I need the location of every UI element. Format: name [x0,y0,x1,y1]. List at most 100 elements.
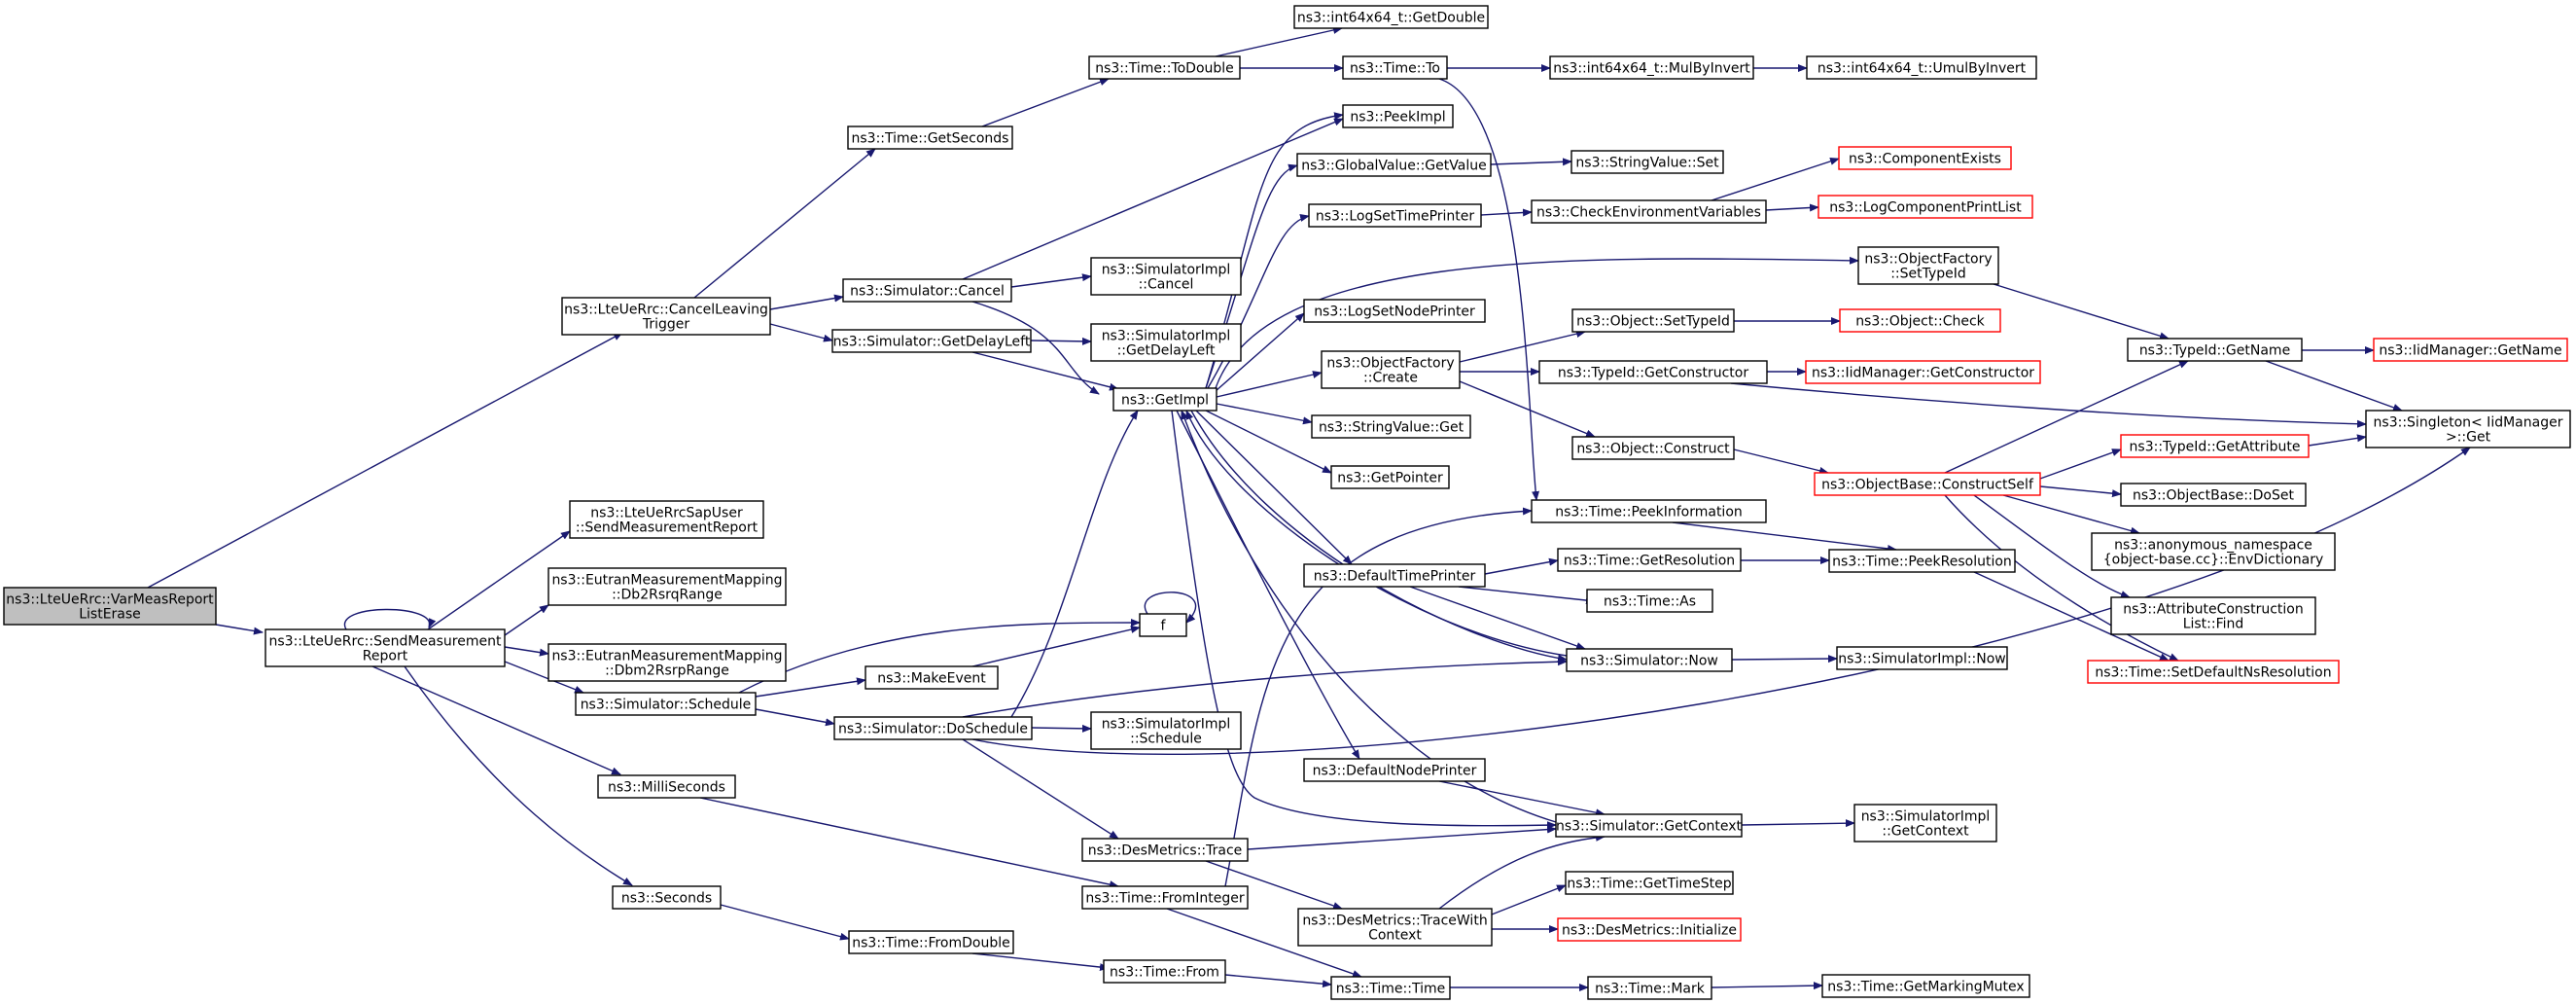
node-gim[interactable]: ns3::GetImpl [1112,387,1217,412]
call-edge-smr-lus [427,530,571,630]
node-emp[interactable]: ns3::EutranMeasurementMapping::Dbm2RsrpR… [547,643,787,682]
node-imi[interactable]: ns3::int64x64_t::MulByInvert [1549,55,1754,80]
node-oco[interactable]: ns3::Object::Construct [1571,436,1735,460]
node-dmi[interactable]: ns3::DesMetrics::Initialize [1557,917,1742,942]
node-dnp[interactable]: ns3::DefaultNodePrinter [1303,758,1486,782]
node-box [2110,596,2316,635]
call-edge-clt-tgs [693,148,876,299]
node-tsd[interactable]: ns3::Time::SetDefaultNsResolution [2087,660,2340,684]
node-svg[interactable]: ns3::StringValue::Get [1311,414,1471,439]
node-igc[interactable]: ns3::IidManager::GetConstructor [1805,360,2041,384]
node-tto[interactable]: ns3::Time::To [1342,55,1448,80]
node-sgc[interactable]: ns3::Simulator::GetContext [1555,813,1743,838]
node-tfd[interactable]: ns3::Time::FromDouble [848,930,1014,954]
node-sigc[interactable]: ns3::SimulatorImpl::GetContext [1853,804,1997,843]
node-tgm[interactable]: ns3::Time::GetMarkingMutex [1821,974,2030,998]
node-box [2091,532,2336,571]
node-box [1549,55,1754,80]
node-cex[interactable]: ns3::ComponentExists [1838,146,2012,170]
node-mls[interactable]: ns3::MilliSeconds [597,774,736,799]
node-lus[interactable]: ns3::LteUeRrcSapUser::SendMeasurementRep… [569,500,764,539]
node-dtp[interactable]: ns3::DefaultTimePrinter [1303,563,1486,588]
node-tgr[interactable]: ns3::Time::GetResolution [1557,548,1742,572]
node-sec[interactable]: ns3::Seconds [612,885,722,910]
node-label: ::Schedule [1130,732,1202,747]
node-emr[interactable]: ns3::EutranMeasurementMapping::Db2RsrqRa… [547,567,787,606]
node-ant[interactable]: ns3::anonymous_namespace{object-base.cc}… [2091,532,2336,571]
node-box [1828,549,2016,573]
node-lsn[interactable]: ns3::LogSetNodePrinter [1303,299,1486,323]
node-sis[interactable]: ns3::SimulatorImpl::Schedule [1090,711,1242,750]
node-pim[interactable]: ns3::PeekImpl [1342,104,1454,128]
node-lcp[interactable]: ns3::LogComponentPrintList [1817,195,2033,219]
node-ofc[interactable]: ns3::ObjectFactory::Create [1321,350,1461,389]
node-tmk[interactable]: ns3::Time::Mark [1587,976,1712,1000]
node-gpt[interactable]: ns3::GetPointer [1330,465,1450,489]
node-tpi[interactable]: ns3::Time::PeekInformation [1531,499,1767,523]
node-label: ns3::ObjectBase::ConstructSelf [1821,478,2034,493]
node-obd[interactable]: ns3::ObjectBase::DoSet [2120,483,2307,507]
node-ttm[interactable]: ns3::Time::Time [1330,976,1451,1000]
node-ggv[interactable]: ns3::GlobalValue::GetValue [1296,153,1492,177]
node-label: ns3::Time::GetResolution [1564,554,1735,569]
call-edge-ssc-mke [755,677,866,698]
node-sng[interactable]: ns3::Singleton< IidManager >::Get [2365,410,2571,448]
call-edge-smr-ssc [504,661,584,694]
node-svs[interactable]: ns3::StringValue::Set [1570,150,1724,174]
node-tgc[interactable]: ns3::TypeId::GetConstructor [1538,360,1768,384]
node-cev[interactable]: ns3::CheckEnvironmentVariables [1531,199,1767,224]
node-tpr[interactable]: ns3::Time::PeekResolution [1828,549,2016,573]
node-och[interactable]: ns3::Object::Check [1839,308,2001,333]
node-igd[interactable]: ns3::int64x64_t::GetDouble [1293,5,1489,29]
call-edge-tto-tpi [1438,78,1540,501]
node-f[interactable]: f [1139,613,1187,637]
call-edge-scn-sic [1010,273,1092,288]
call-edge-gim-sgc [1171,410,1557,830]
node-tfi[interactable]: ns3::Time::FromInteger [1081,885,1249,910]
call-edge-dtp-tgr [1484,557,1559,575]
node-sigd[interactable]: ns3::SimulatorImpl::GetDelayLeft [1090,323,1242,362]
call-edge-mke-f [971,626,1141,667]
node-scn[interactable]: ns3::Simulator::Cancel [842,278,1012,303]
node-ost[interactable]: ns3::Object::SetTypeId [1571,308,1735,333]
node-ttd[interactable]: ns3::Time::ToDouble [1088,55,1241,80]
node-box [2087,660,2340,684]
node-sic[interactable]: ns3::SimulatorImpl::Cancel [1090,257,1242,296]
call-edge-sds-sis [1031,724,1092,733]
node-tga[interactable]: ns3::TypeId::GetAttribute [2120,434,2310,458]
node-label: List::Find [2183,617,2244,632]
node-sinw[interactable]: ns3::SimulatorImpl::Now [1836,646,2008,670]
node-label: ns3::anonymous_namespace [2114,538,2312,554]
node-dmt[interactable]: ns3::DesMetrics::Trace [1081,838,1249,862]
node-box [1857,246,1999,285]
node-box [1538,360,1768,384]
node-tfr[interactable]: ns3::Time::From [1103,959,1226,984]
node-label: ns3::Time::GetSeconds [852,131,1009,147]
call-edge-oco-obc [1733,448,1829,475]
node-mke[interactable]: ns3::MakeEvent [865,665,999,690]
node-ofs[interactable]: ns3::ObjectFactory::SetTypeId [1857,246,1999,285]
call-edge-smr-emr [504,604,549,636]
node-tgs[interactable]: ns3::Time::GetSeconds [847,126,1013,150]
node-lst[interactable]: ns3::LogSetTimePrinter [1308,203,1482,228]
node-smr[interactable]: ns3::LteUeRrc::SendMeasurementReport [265,628,506,667]
node-ssc[interactable]: ns3::Simulator::Schedule [575,692,757,716]
node-box [1296,153,1492,177]
call-edge-tpi-tpr [1672,521,1897,553]
node-tgt[interactable]: ns3::Time::GetTimeStep [1565,871,1734,895]
node-tas[interactable]: ns3::Time::As [1586,589,1713,613]
call-edge-ttd-igd [1215,26,1343,57]
node-sds[interactable]: ns3::Simulator::DoSchedule [833,716,1033,740]
node-tgn[interactable]: ns3::TypeId::GetName [2127,338,2303,362]
node-igname[interactable]: ns3::IidManager::GetName [2373,338,2568,362]
node-sgd[interactable]: ns3::Simulator::GetDelayLeft [831,329,1032,353]
node-snw[interactable]: ns3::Simulator::Now [1566,648,1733,672]
node-obc[interactable]: ns3::ObjectBase::ConstructSelf [1814,472,2041,496]
node-iui[interactable]: ns3::int64x64_t::UmulByInvert [1806,55,2037,80]
call-edge-tfi-tpi [1224,507,1533,887]
node-label: ns3::StringValue::Set [1575,156,1719,171]
